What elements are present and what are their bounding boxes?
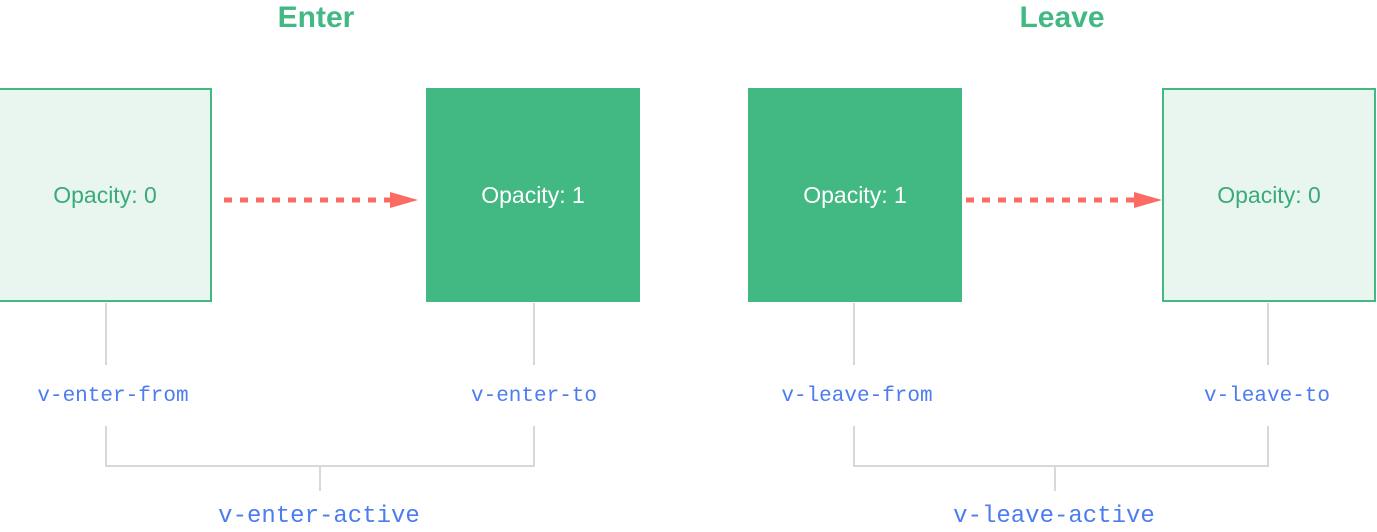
connector-line-enter-from <box>105 303 107 365</box>
bracket-bar-leave <box>853 465 1269 467</box>
connector-line-leave-from <box>853 303 855 365</box>
state-box-leave-from-label: Opacity: 1 <box>803 181 907 208</box>
state-box-leave-from: Opacity: 1 <box>748 88 962 302</box>
bracket-arm-right-enter <box>533 426 535 466</box>
bracket-stem-enter <box>319 465 321 491</box>
state-box-enter-to-label: Opacity: 1 <box>481 181 585 208</box>
section-title-leave: Leave <box>1019 1 1105 34</box>
class-label-v-enter-active: v-enter-active <box>218 503 420 530</box>
dashed-arrow-right-icon-enter <box>224 192 418 208</box>
dashed-arrow-right-icon-leave <box>966 192 1162 208</box>
class-label-v-leave-from: v-leave-from <box>781 385 933 408</box>
bracket-arm-right-leave <box>1267 426 1269 466</box>
connector-line-leave-to <box>1267 303 1269 365</box>
class-label-v-leave-active: v-leave-active <box>953 503 1155 530</box>
bracket-stem-leave <box>1054 465 1056 491</box>
connector-line-enter-to <box>533 303 535 365</box>
state-box-enter-from: Opacity: 0 <box>0 88 212 302</box>
bracket-arm-left-leave <box>853 426 855 466</box>
state-box-leave-to-label: Opacity: 0 <box>1217 181 1321 208</box>
bracket-arm-left-enter <box>105 426 107 466</box>
class-label-v-enter-from: v-enter-from <box>37 385 189 408</box>
state-box-leave-to: Opacity: 0 <box>1162 88 1376 302</box>
class-label-v-enter-to: v-enter-to <box>470 385 598 408</box>
class-label-v-leave-to: v-leave-to <box>1203 385 1331 408</box>
state-box-enter-from-label: Opacity: 0 <box>53 181 157 208</box>
section-title-enter: Enter <box>277 1 355 34</box>
state-box-enter-to: Opacity: 1 <box>426 88 640 302</box>
